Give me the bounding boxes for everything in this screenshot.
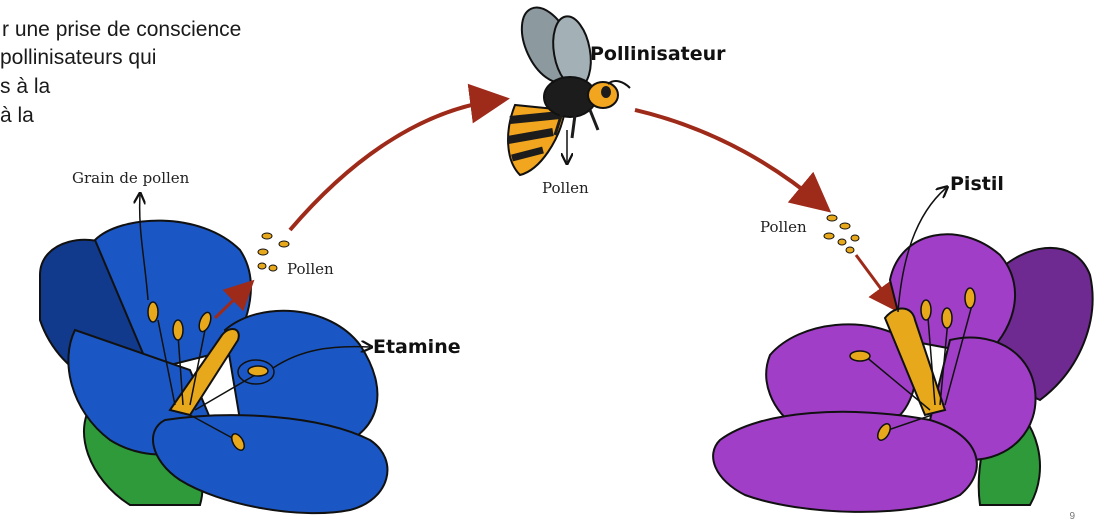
label-grain-de-pollen: Grain de pollen xyxy=(72,169,190,187)
pollen-grains-left xyxy=(258,233,289,271)
blue-anther-4 xyxy=(248,366,268,376)
blue-anther-2 xyxy=(173,320,183,340)
blue-flower xyxy=(40,221,387,514)
label-pollen-right: Pollen xyxy=(760,218,807,236)
purple-anther-4 xyxy=(850,351,870,361)
bee-illustration xyxy=(508,0,630,175)
label-pistil: Pistil xyxy=(950,173,1004,195)
page-number: 9 xyxy=(1069,511,1075,522)
arrow-pollen-in xyxy=(856,255,893,305)
purple-flower-petal-front xyxy=(713,412,977,512)
purple-anther-1 xyxy=(921,300,931,320)
label-pollen-bee: Pollen xyxy=(542,179,589,197)
label-etamine: Etamine xyxy=(373,336,461,358)
pollen-grains-right xyxy=(824,215,859,253)
arrow-bee-to-flower xyxy=(635,110,822,205)
arrow-flower-to-bee xyxy=(290,100,498,230)
blue-anther-1 xyxy=(148,302,158,322)
purple-anther-2 xyxy=(942,308,952,328)
label-pollen-left: Pollen xyxy=(287,260,334,278)
label-pollinisateur: Pollinisateur xyxy=(590,43,726,65)
purple-anther-3 xyxy=(965,288,975,308)
